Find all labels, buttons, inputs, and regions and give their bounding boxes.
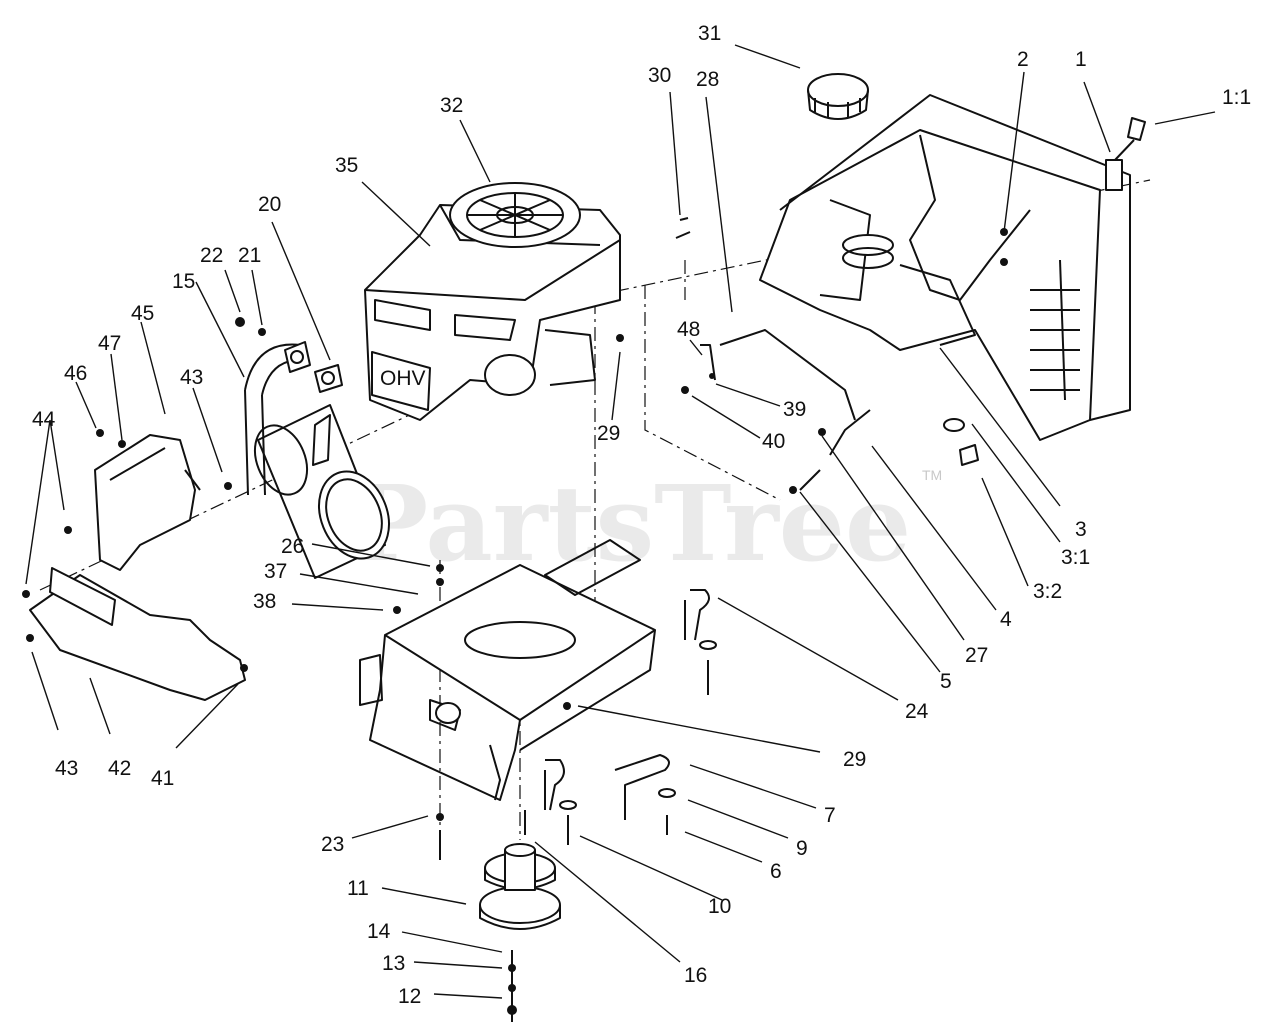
watermark-trademark: TM xyxy=(922,467,942,483)
watermark-text: PartsTree xyxy=(350,462,911,585)
callout-label: 26 xyxy=(281,535,304,558)
callout-label: 24 xyxy=(905,700,929,723)
callout-label: 6 xyxy=(770,860,782,883)
callout-label: 20 xyxy=(258,193,281,216)
callout-labels: 31 30 28 2 1 1:1 32 35 20 22 21 15 45 47… xyxy=(32,22,1251,1008)
callout-label: 43 xyxy=(180,366,203,389)
callout-label: 3:1 xyxy=(1061,546,1090,569)
hardware xyxy=(22,217,1008,1022)
callout-label: 47 xyxy=(98,332,121,355)
callout-label: 13 xyxy=(382,952,405,975)
callout-label: 37 xyxy=(264,560,287,583)
callout-label: 32 xyxy=(440,94,463,117)
callout-label: 27 xyxy=(965,644,988,667)
switch xyxy=(1105,117,1146,191)
callout-label: 44 xyxy=(32,408,56,431)
fuel-cap xyxy=(807,73,869,120)
callout-label: 10 xyxy=(708,895,731,918)
callout-label: 38 xyxy=(253,590,276,613)
callout-label: 35 xyxy=(335,154,358,177)
callout-label: 14 xyxy=(367,920,391,943)
frame xyxy=(359,539,656,801)
fuel-tank xyxy=(759,94,1131,441)
callout-label: 4 xyxy=(1000,608,1012,631)
callout-label: 16 xyxy=(684,964,707,987)
callout-label: 12 xyxy=(398,985,421,1008)
callout-label: 9 xyxy=(796,837,808,860)
exhaust-flange xyxy=(284,341,343,393)
callout-label: 39 xyxy=(783,398,806,421)
callout-label: 30 xyxy=(648,64,671,87)
callout-label: 23 xyxy=(321,833,344,856)
callout-label: 3 xyxy=(1075,518,1087,541)
engine-ohv-label: OHV xyxy=(380,367,426,390)
callout-label: 1 xyxy=(1075,48,1087,71)
callout-label: 48 xyxy=(677,318,700,341)
callout-label: 2 xyxy=(1017,48,1029,71)
callout-label: 40 xyxy=(762,430,785,453)
callout-label: 42 xyxy=(108,757,131,780)
callout-label: 45 xyxy=(131,302,154,325)
heat-shield-lower xyxy=(29,567,246,701)
engine: OHV xyxy=(364,182,621,421)
callout-label: 46 xyxy=(64,362,87,385)
brackets-rods xyxy=(544,329,871,820)
muffler xyxy=(244,343,390,579)
callout-label: 43 xyxy=(55,757,78,780)
callout-label: 41 xyxy=(151,767,174,790)
callout-label: 15 xyxy=(172,270,195,293)
callout-label: 22 xyxy=(200,244,223,267)
callout-label: 5 xyxy=(940,670,952,693)
callout-label: 11 xyxy=(347,877,369,900)
callout-label: 28 xyxy=(696,68,719,91)
callout-label: 29 xyxy=(843,748,866,771)
callout-label: 1:1 xyxy=(1222,86,1251,109)
callout-label: 3:2 xyxy=(1033,580,1062,603)
callout-label: 31 xyxy=(698,22,721,45)
engine-pulley xyxy=(479,843,561,930)
leader-lines xyxy=(25,44,1216,999)
callout-label: 7 xyxy=(824,804,836,827)
callout-label: 21 xyxy=(238,244,261,267)
heat-shield-upper xyxy=(94,434,201,571)
callout-label: 29 xyxy=(597,422,620,445)
